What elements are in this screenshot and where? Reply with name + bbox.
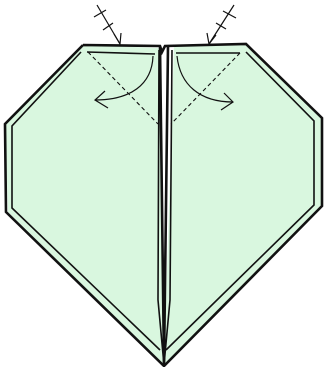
left-panel [5,45,164,365]
mountain-fold-indicator-icon [207,5,236,44]
mountain-fold-indicator-icon [94,5,121,44]
left-panel-shape [5,45,164,365]
